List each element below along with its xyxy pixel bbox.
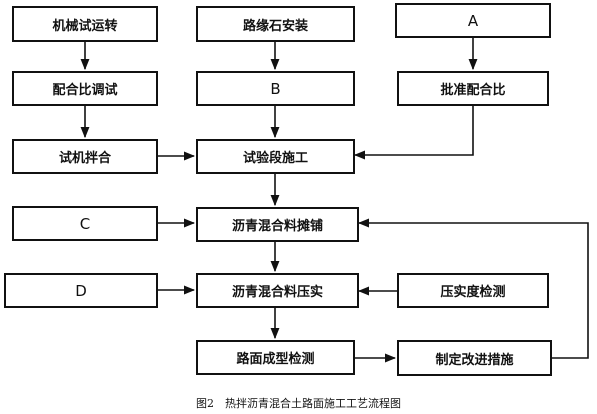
node-b: B [196, 71, 355, 106]
arrow-approve-to-trialsection [353, 106, 474, 160]
node-asphalt-compaction: 沥青混合料压实 [196, 273, 359, 308]
node-c: C [12, 206, 158, 241]
figure-caption: 图2 热拌沥青混合土路面施工工艺流程图 [196, 397, 401, 410]
node-trial-mixing: 试机拌合 [12, 139, 158, 174]
node-curb-installation: 路缘石安装 [196, 6, 355, 42]
node-improvement-measures: 制定改进措施 [397, 340, 552, 376]
node-compaction-inspection: 压实度检测 [397, 273, 549, 308]
node-asphalt-spreading: 沥青混合料摊铺 [196, 207, 359, 242]
node-trial-section-construction: 试验段施工 [196, 139, 355, 174]
node-a: A [395, 3, 551, 38]
node-mix-ratio-debug: 配合比调试 [12, 71, 158, 106]
node-pavement-form-inspection: 路面成型检测 [196, 340, 355, 375]
node-mechanical-test-run: 机械试运转 [12, 6, 158, 42]
node-d: D [4, 273, 158, 308]
arrow-improve-feedback-to-spread [357, 218, 589, 359]
node-approved-mix-ratio: 批准配合比 [397, 71, 549, 106]
